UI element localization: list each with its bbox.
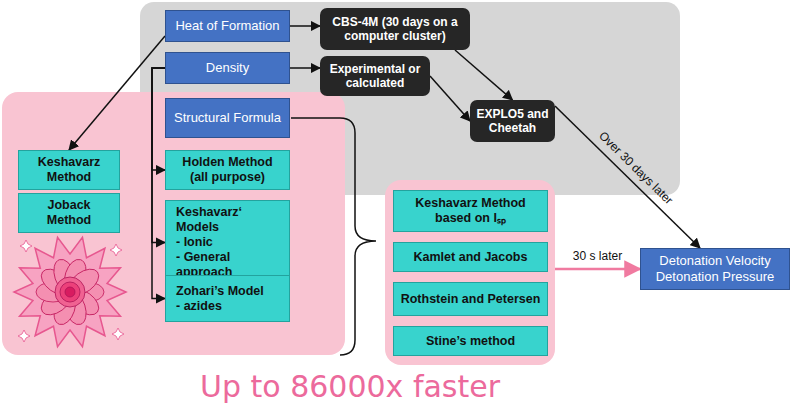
- method-box: Kamlet and Jacobs: [393, 242, 548, 272]
- flow-arrow: [152, 68, 165, 170]
- burst-shape: [14, 237, 126, 346]
- headline-label: Up to 86000x faster: [200, 369, 500, 404]
- rose-center: [55, 277, 85, 307]
- flow-arrow: [290, 67, 320, 69]
- list-item: - azides: [176, 299, 283, 314]
- output-box: Detonation Velocity Detonation Pressure: [640, 248, 790, 290]
- flow-arrow: [430, 76, 470, 121]
- flow-arrow: [152, 68, 165, 243]
- flow-arrow: [290, 25, 320, 27]
- sparkle: [20, 240, 32, 252]
- box-text: EXPLO5 and Cheetah: [476, 107, 549, 136]
- input-box: Density: [165, 52, 290, 84]
- method-box: Experimental or calculated: [320, 56, 430, 96]
- edge-label: 30 s later: [573, 249, 622, 263]
- box-text: Density: [172, 60, 283, 76]
- rose-center: [60, 282, 80, 302]
- list-item: - Ionic: [176, 235, 283, 250]
- flow-arrow: [455, 50, 513, 100]
- method-box: Keshavarz Method: [18, 150, 120, 190]
- box-text: Structural Formula: [172, 110, 283, 126]
- grouping-brace: [291, 118, 376, 355]
- method-box: CBS-4M (30 days on a computer cluster): [320, 8, 470, 50]
- rose-center: [65, 287, 75, 297]
- method-box: Holden Method (all purpose): [165, 150, 290, 190]
- input-box: Structural Formula: [165, 98, 290, 138]
- flow-arrow: [69, 36, 165, 150]
- rose-burst-illustration: [14, 237, 126, 346]
- box-text: Holden Method (all purpose): [172, 155, 283, 185]
- box-text: Keshavarz Method: [25, 155, 113, 185]
- model-box: Zohari’s Model- azides: [165, 275, 290, 322]
- method-box: Stine’s method: [393, 326, 548, 356]
- box-text: Rothstein and Petersen: [400, 292, 541, 307]
- box-text: Joback Method: [25, 198, 113, 228]
- method-box: Rothstein and Petersen: [393, 282, 548, 316]
- sparkle: [18, 330, 30, 342]
- model-box: Keshavarz‘ Models- Ionic- General approa…: [165, 200, 290, 285]
- box-text: Experimental or calculated: [326, 62, 424, 91]
- box-text: Detonation Velocity Detonation Pressure: [647, 253, 783, 284]
- method-box: Keshavarz Method based on Iₛₚ: [393, 190, 548, 232]
- flow-arrow: [152, 68, 165, 299]
- prediction-region: Keshavarz Method based on IₛₚKamlet and …: [385, 180, 555, 365]
- box-text: Stine’s method: [400, 334, 541, 349]
- box-text: Keshavarz‘ Models: [176, 205, 283, 235]
- box-text: Keshavarz Method based on Iₛₚ: [400, 196, 541, 226]
- box-text: Heat of Formation: [172, 18, 283, 34]
- input-box: Heat of Formation: [165, 10, 290, 42]
- box-text: CBS-4M (30 days on a computer cluster): [326, 15, 464, 44]
- sparkle: [112, 328, 124, 340]
- edge-label: Over 30 days later: [596, 129, 676, 208]
- box-text: Zohari’s Model: [176, 284, 283, 299]
- flow-arrow: [555, 106, 700, 248]
- flow-arrow: [555, 268, 640, 271]
- sparkle: [110, 244, 122, 256]
- box-text: Kamlet and Jacobs: [400, 250, 541, 265]
- software-box: EXPLO5 and Cheetah: [470, 100, 555, 142]
- slow-route-panel: [140, 2, 680, 195]
- method-box: Joback Method: [18, 193, 120, 233]
